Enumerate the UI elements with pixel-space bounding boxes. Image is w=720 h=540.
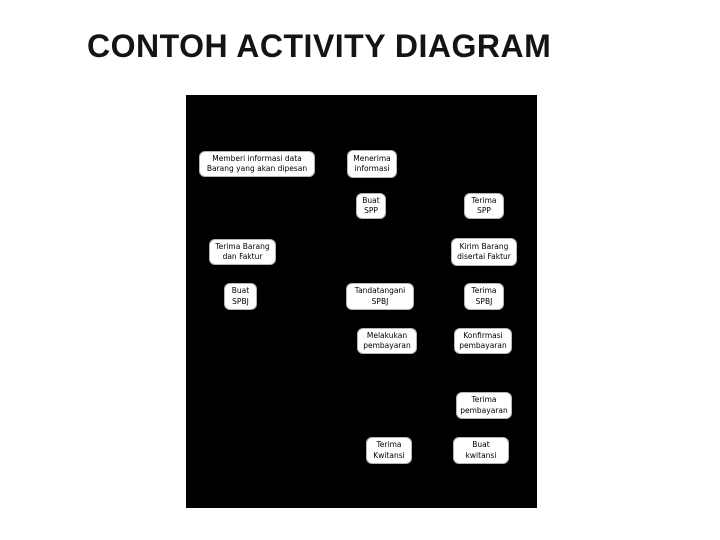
slide-title: CONTOH ACTIVITY DIAGRAM bbox=[87, 28, 552, 64]
node-konfirmasi-pembayaran: Konfirmasi pembayaran bbox=[454, 328, 512, 354]
node-terima-barang-dan-faktur: Terima Barang dan Faktur bbox=[209, 239, 276, 265]
node-terima-spbj: Terima SPBJ bbox=[464, 283, 504, 310]
node-tandatangani-spbj: Tandatangani SPBJ bbox=[346, 283, 414, 310]
node-kirim-barang-disertai-faktur: Kirim Barang disertai Faktur bbox=[451, 238, 517, 266]
node-buat-spbj: Buat SPBJ bbox=[224, 283, 257, 310]
activity-diagram-canvas: Memberi informasi data Barang yang akan … bbox=[186, 95, 537, 508]
node-buat-spp: Buat SPP bbox=[356, 193, 386, 219]
node-melakukan-pembayaran: Melakukan pembayaran bbox=[357, 328, 417, 354]
node-terima-pembayaran: Terima pembayaran bbox=[456, 392, 512, 419]
node-buat-kwitansi: Buat kwitansi bbox=[453, 437, 509, 464]
node-terima-spp: Terima SPP bbox=[464, 193, 504, 219]
node-terima-kwitansi: Terima Kwitansi bbox=[366, 437, 412, 464]
node-menerima-informasi: Menerima informasi bbox=[347, 150, 397, 178]
node-memberi-informasi: Memberi informasi data Barang yang akan … bbox=[199, 151, 315, 177]
